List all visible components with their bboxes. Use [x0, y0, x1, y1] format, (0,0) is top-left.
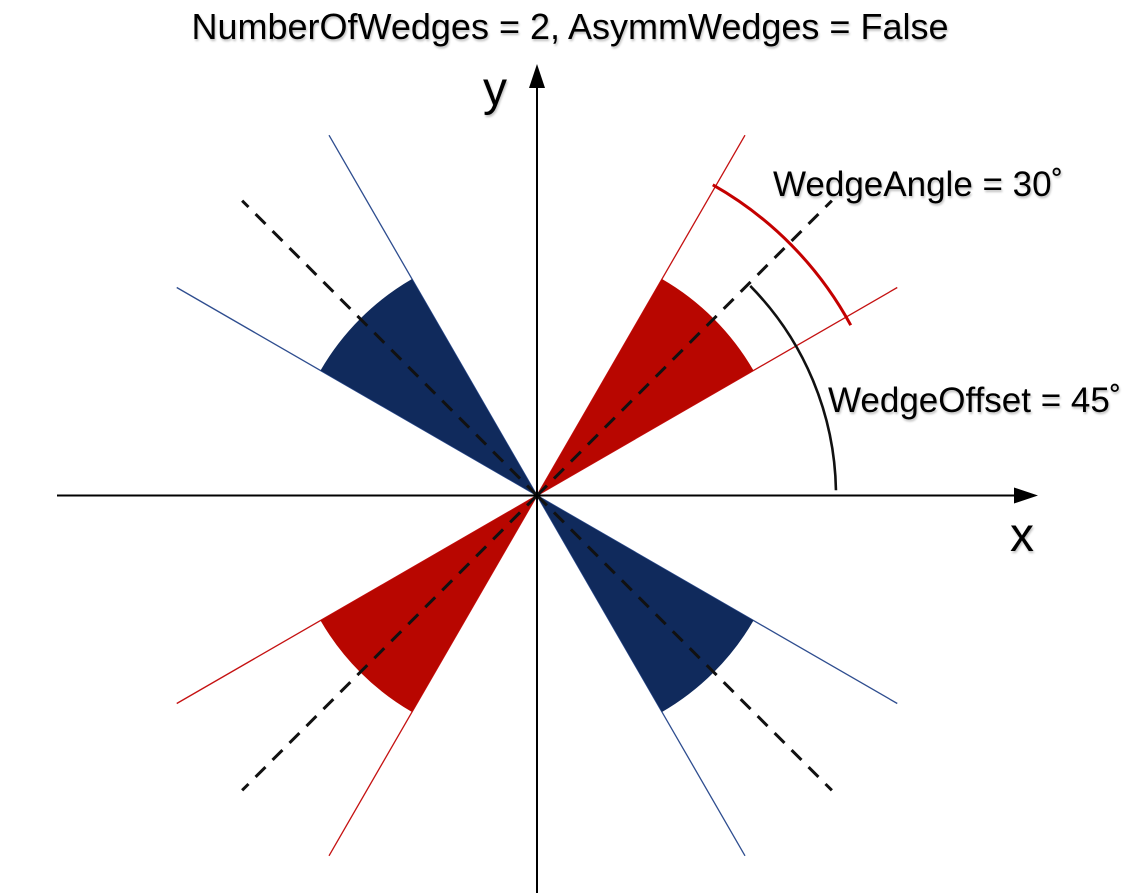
y-axis-label: y: [483, 63, 507, 116]
wedge-center-dashed-line: [535, 199, 833, 497]
wedge-offset-label: WedgeOffset = 45˚: [828, 381, 1121, 420]
geometry-layer: [57, 64, 1038, 893]
wedge-center-dashed-line: [241, 199, 539, 497]
x-axis-arrowhead-icon: [1014, 487, 1038, 504]
y-axis-arrowhead-icon: [529, 64, 545, 88]
x-axis-label: x: [1010, 509, 1034, 562]
diagram-title: NumberOfWedges = 2, AsymmWedges = False: [192, 6, 949, 47]
wedge-boundary-line: [176, 286, 538, 497]
wedge-center-dashed-line: [241, 494, 539, 792]
wedge-boundary-line: [328, 495, 538, 857]
wedge-angle-arc: [712, 183, 853, 326]
wedge-offset-arc: [749, 285, 838, 491]
wedge-angle-label: WedgeAngle = 30˚: [773, 165, 1063, 204]
wedge-boundary-line: [328, 134, 538, 496]
wedge-boundary-line: [536, 286, 898, 497]
wedge-center-dashed-line: [535, 494, 833, 792]
